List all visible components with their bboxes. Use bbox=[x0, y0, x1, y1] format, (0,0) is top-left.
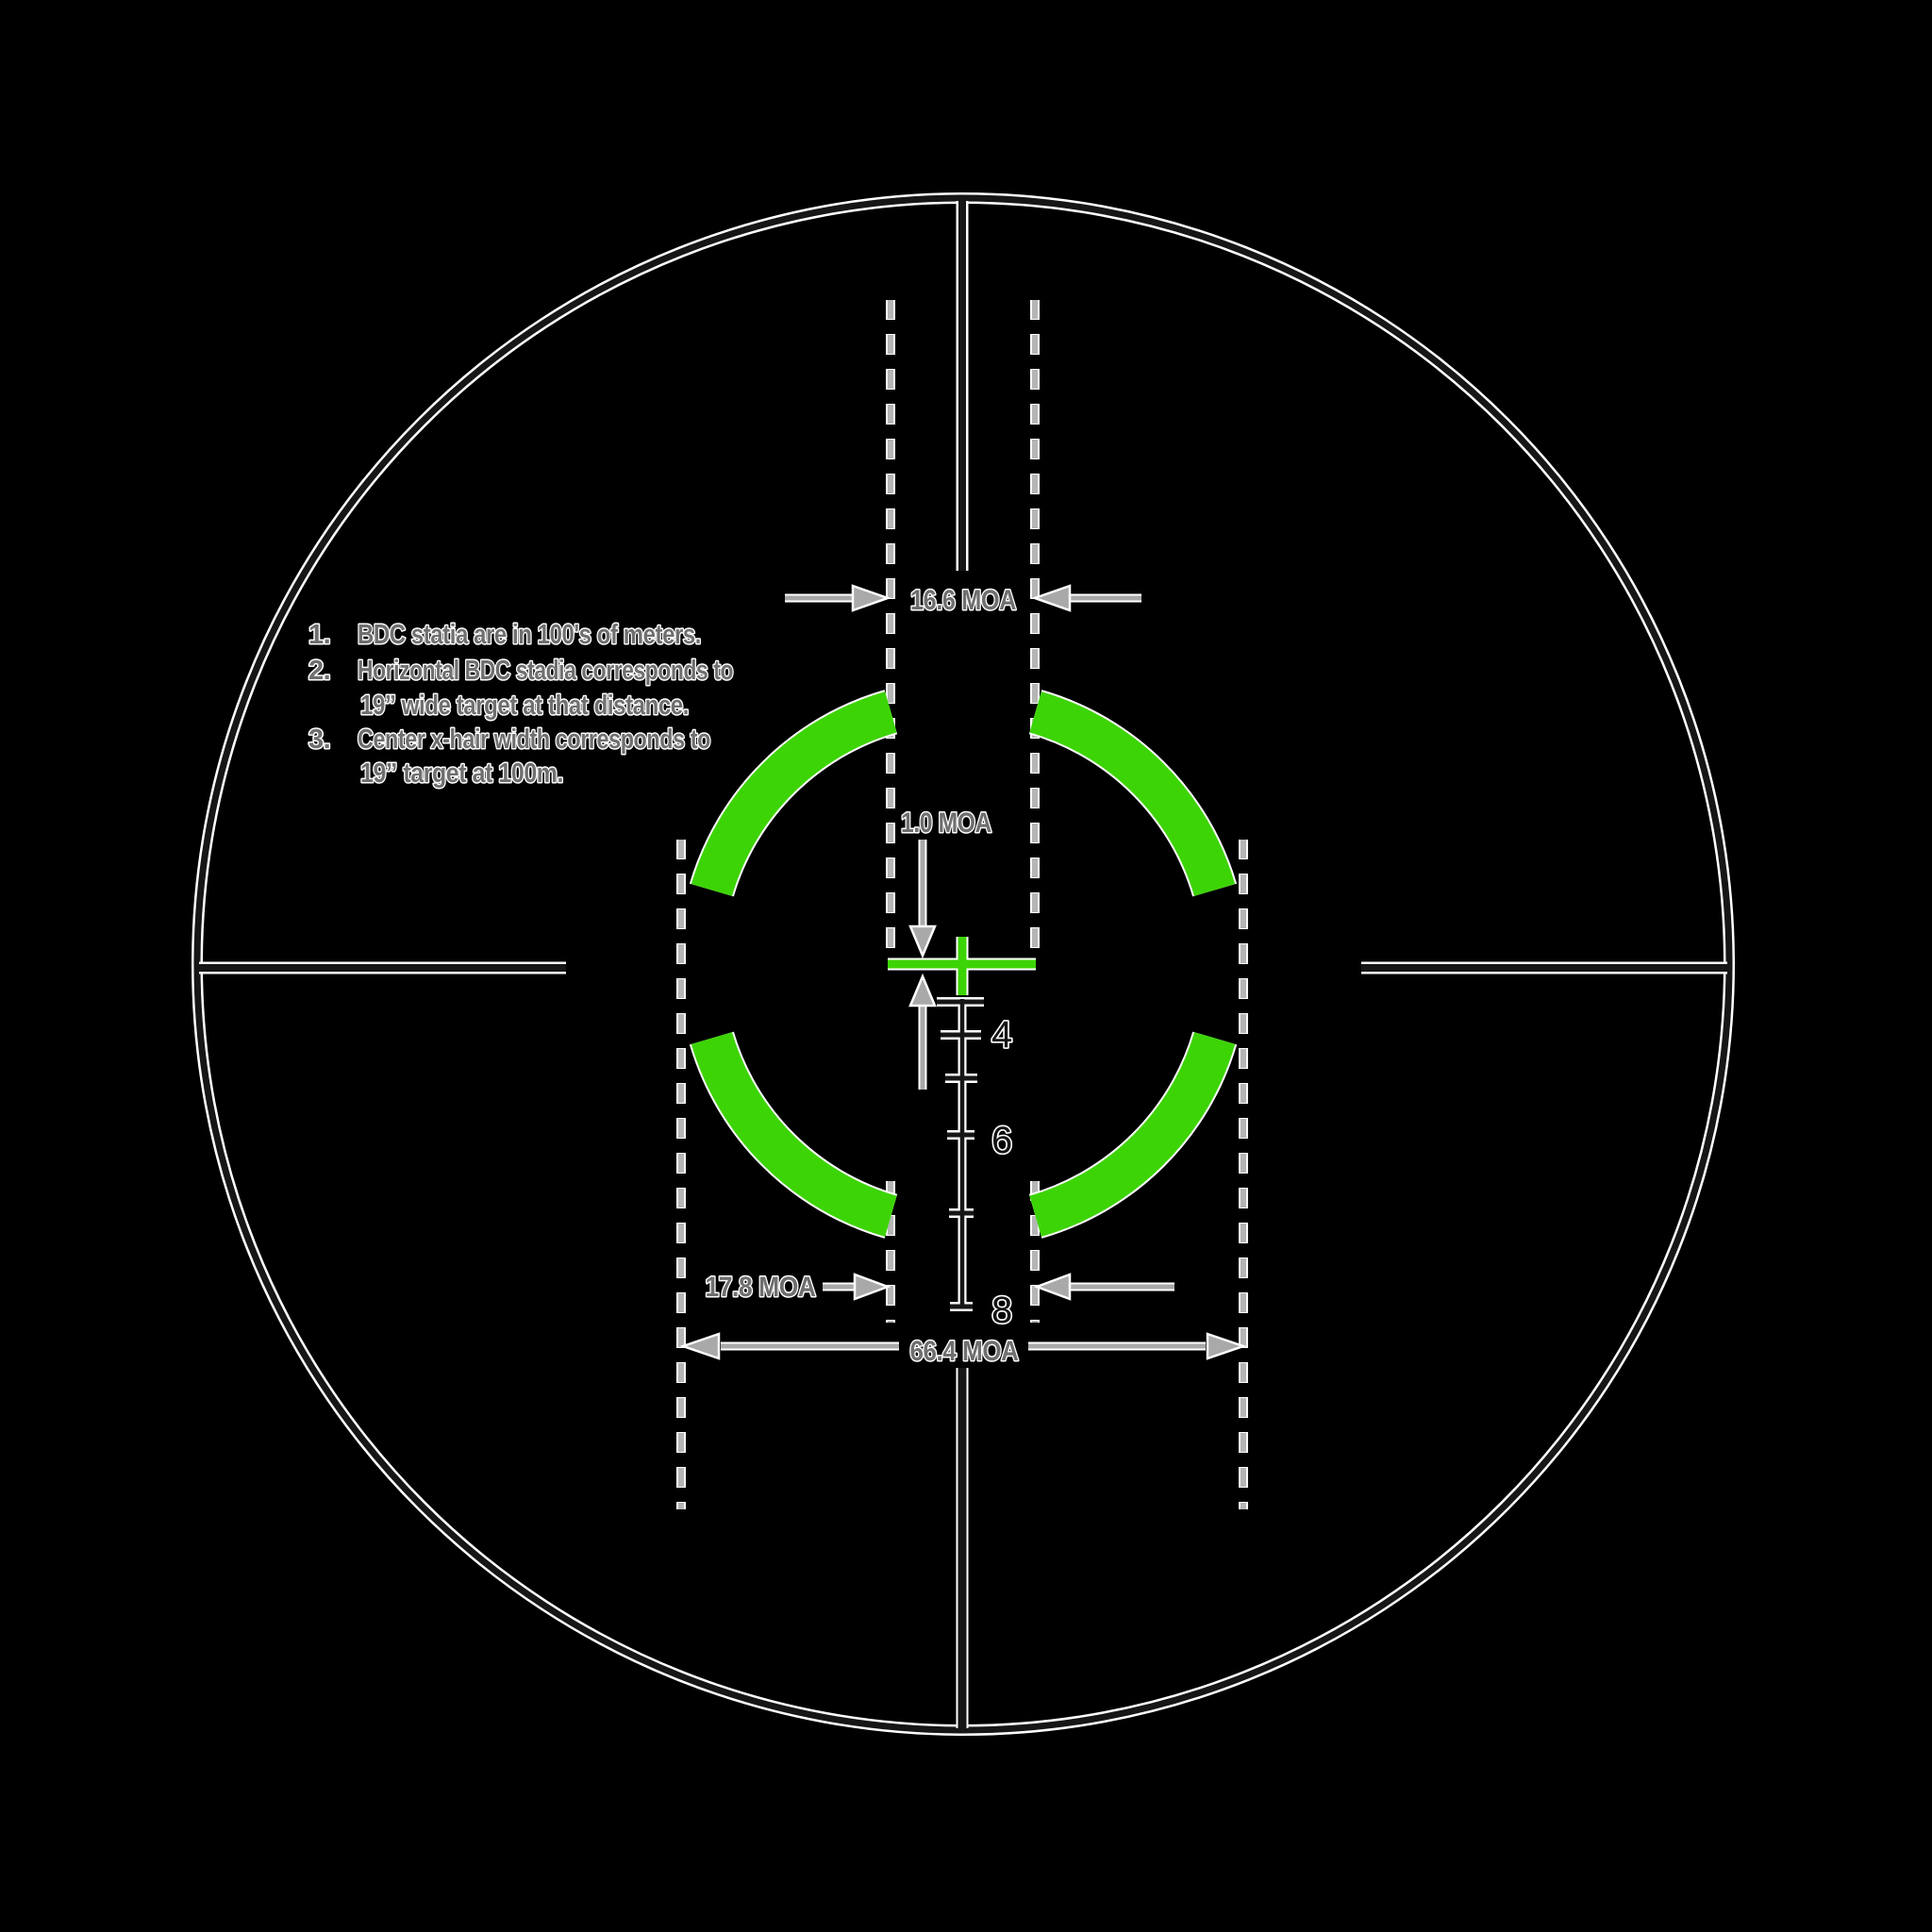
bdc-ladder bbox=[937, 997, 984, 1311]
bdc-ring-arc-top-right bbox=[1028, 690, 1238, 897]
moa-664-arrow-right bbox=[1028, 1332, 1247, 1360]
moa-166-arrow-left bbox=[785, 584, 891, 612]
arrowhead-down-icon bbox=[908, 924, 937, 959]
note-2-number: 2. bbox=[308, 656, 330, 686]
note-2-text-line2: 19” wide target at that distance. bbox=[360, 691, 689, 721]
note-2-text-line1: Horizontal BDC stadia corresponds to bbox=[358, 656, 733, 686]
note-1-number: 1. bbox=[308, 620, 330, 650]
arrowhead-left-icon bbox=[1031, 584, 1072, 612]
bdc-ring-arc-bottom-right bbox=[1028, 1031, 1238, 1239]
arrowhead-left-icon bbox=[1033, 1273, 1072, 1301]
moa-178-arrow-right bbox=[1033, 1273, 1174, 1301]
note-3-number: 3. bbox=[308, 724, 330, 755]
xhair-thickness-moa-label: 1.0 MOA bbox=[901, 808, 991, 839]
ring-diameter-moa-label: 66.4 MOA bbox=[910, 1336, 1019, 1367]
arrowhead-right-icon bbox=[1206, 1332, 1247, 1360]
bottom-gap-moa-label: 17.8 MOA bbox=[706, 1272, 816, 1303]
moa-664-arrow-left bbox=[679, 1332, 899, 1360]
moa-166-arrow-right bbox=[1031, 584, 1141, 612]
note-3-text-line2: 19” target at 100m. bbox=[360, 758, 563, 789]
bdc-label-600: 6 bbox=[991, 1120, 1012, 1161]
bdc-ring-arc-top-left bbox=[689, 690, 898, 897]
moa-10-arrow-down bbox=[908, 840, 937, 959]
moa-10-arrow-up bbox=[908, 973, 937, 1090]
moa-178-arrow-left bbox=[823, 1273, 891, 1301]
arrowhead-right-icon bbox=[853, 1273, 891, 1301]
notes-block: 1. BDC statia are in 100's of meters. 2.… bbox=[308, 619, 736, 791]
reticle-circle bbox=[192, 192, 1735, 1736]
bdc-label-800: 8 bbox=[991, 1290, 1012, 1331]
arrowhead-left-icon bbox=[679, 1332, 721, 1360]
note-3-text-line1: Center x-hair width corresponds to bbox=[358, 724, 710, 755]
note-1-text: BDC statia are in 100's of meters. bbox=[358, 620, 701, 650]
arrowhead-right-icon bbox=[851, 584, 891, 612]
center-xhair bbox=[888, 937, 1036, 995]
top-gap-moa-label: 16.6 MOA bbox=[910, 585, 1016, 616]
bdc-label-400: 4 bbox=[991, 1014, 1012, 1056]
bdc-ring-arc-bottom-left bbox=[689, 1031, 898, 1239]
arrowhead-up-icon bbox=[908, 973, 937, 1008]
